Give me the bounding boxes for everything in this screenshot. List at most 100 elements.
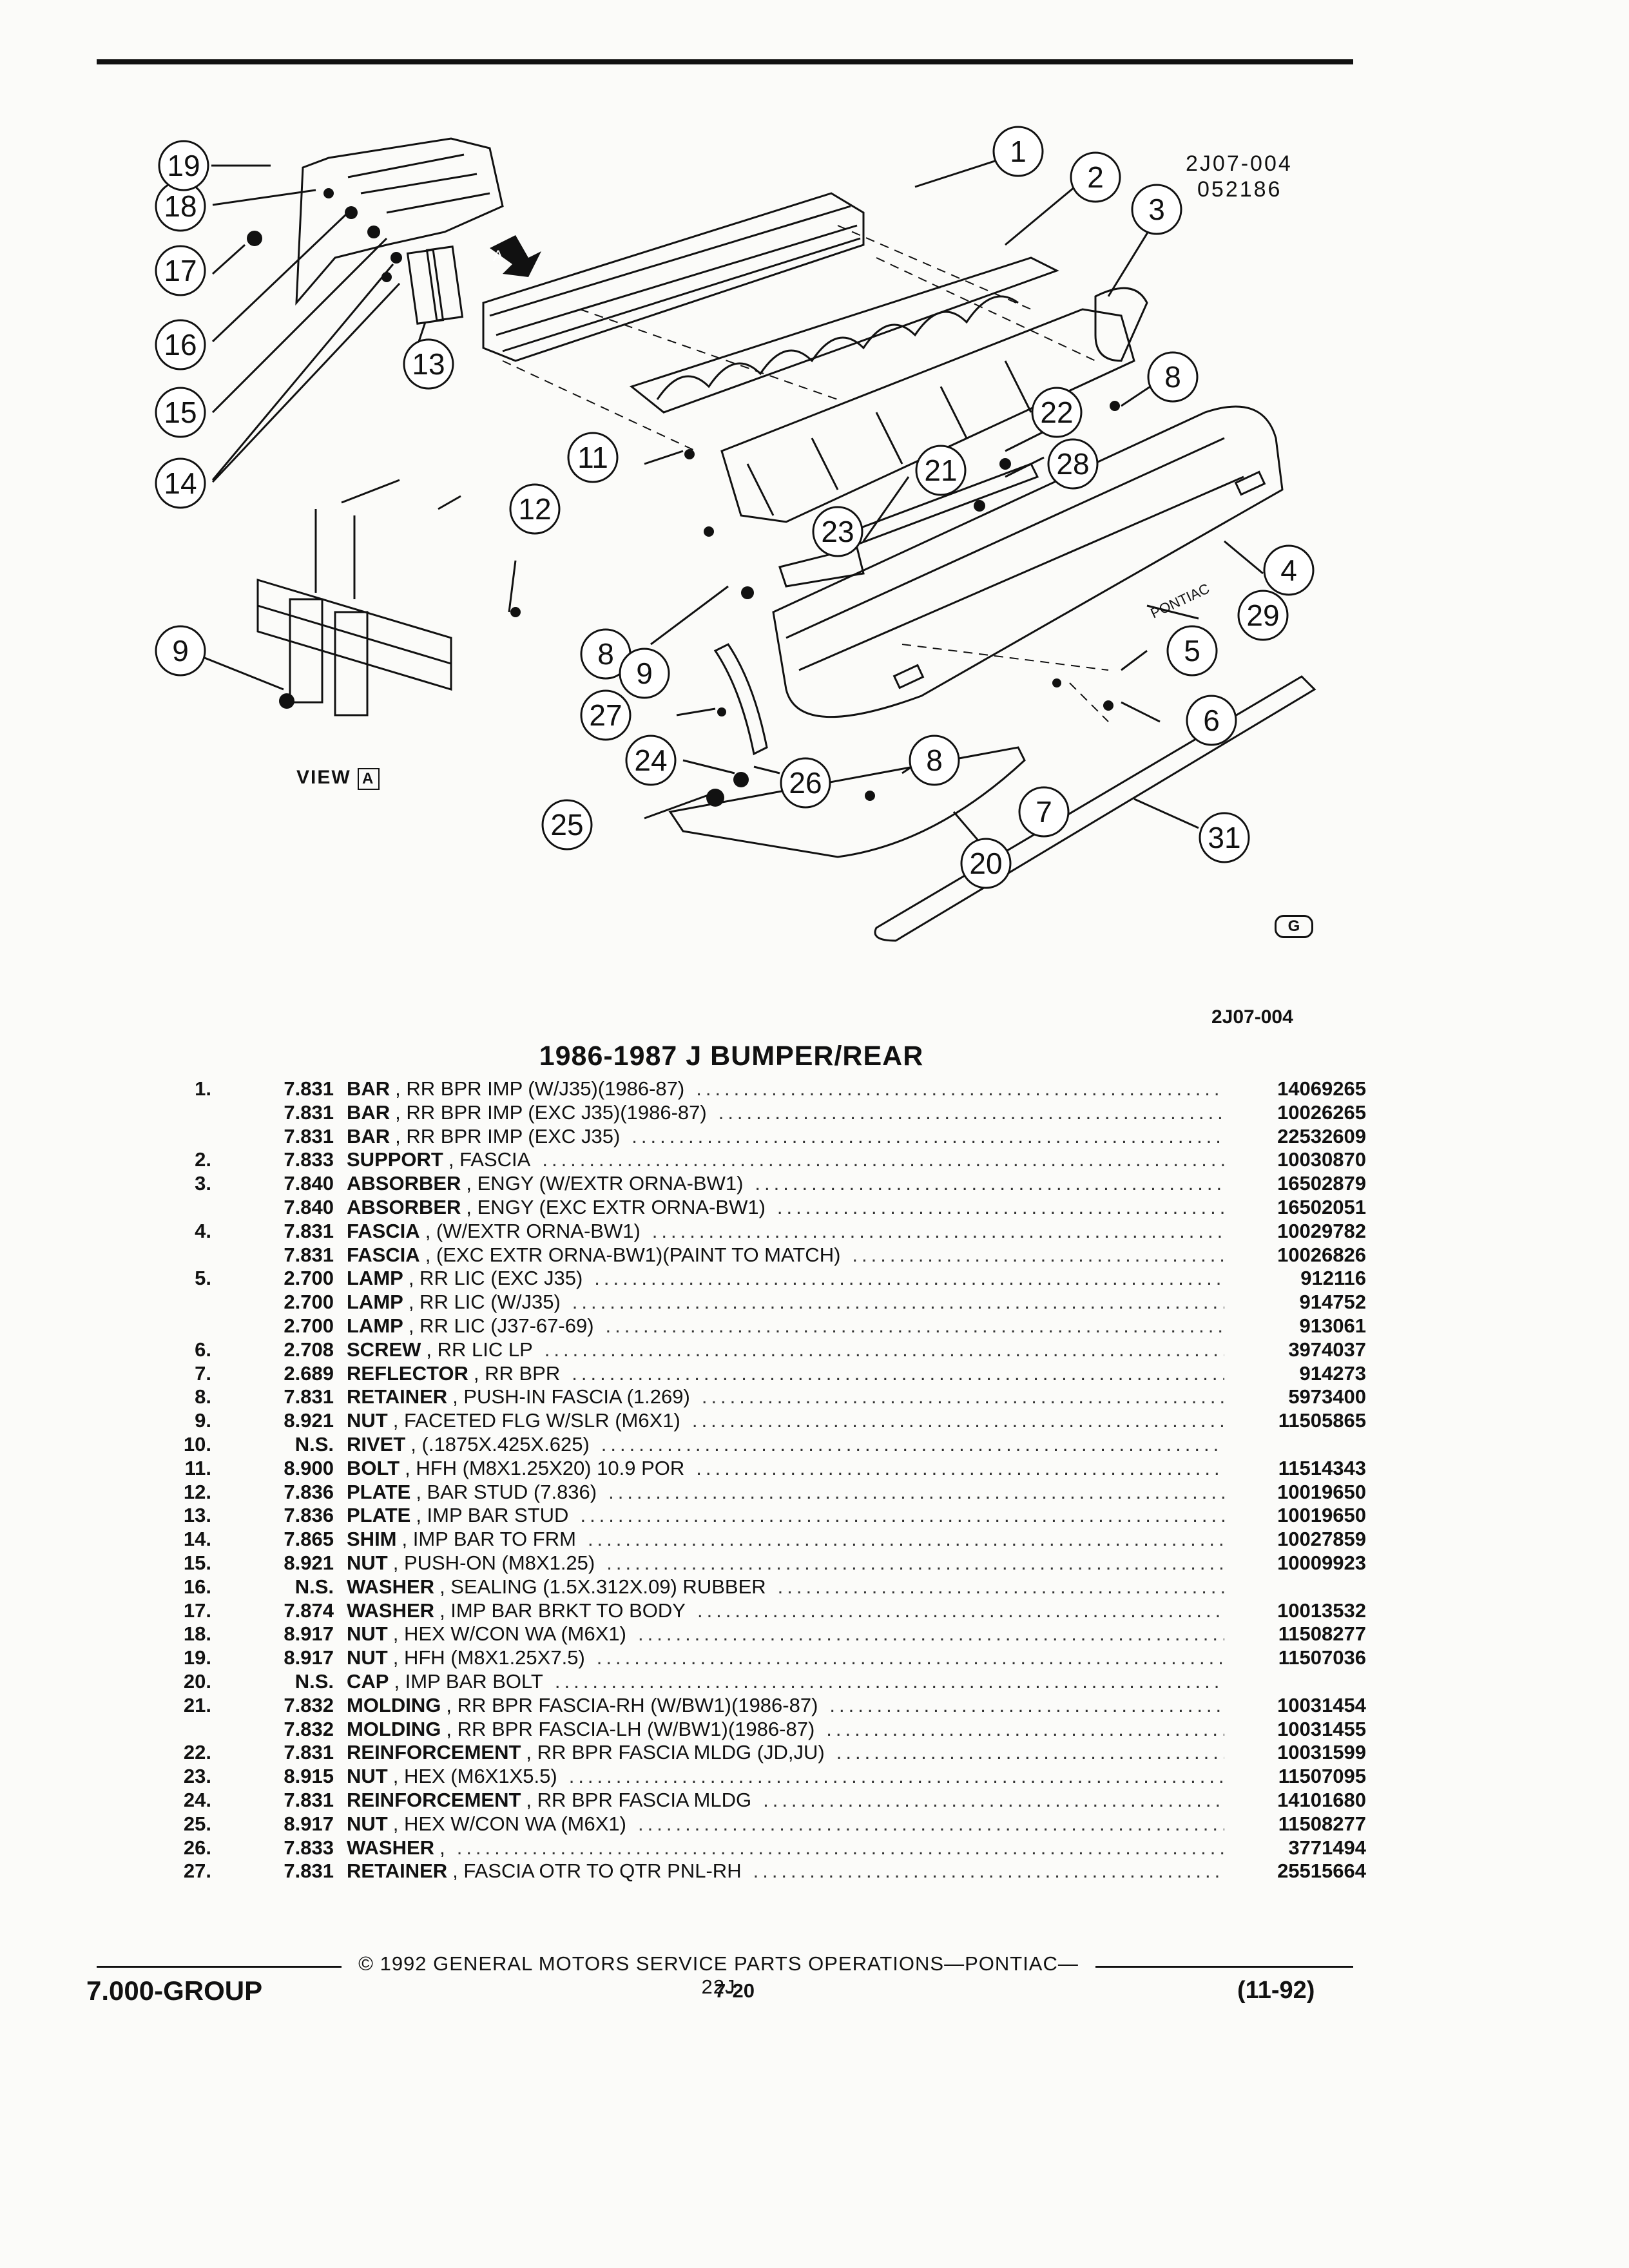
diagram-reference: 2J07-004 052186 [1186, 151, 1293, 202]
callout-number: 26 [789, 766, 822, 800]
callout-13: 11 [567, 432, 619, 483]
part-detail: , PUSH-ON (M8X1.25) [392, 1551, 595, 1574]
part-name: BAR [347, 1100, 390, 1124]
part-name: SCREW [347, 1338, 421, 1361]
callout-number: 27 [589, 698, 622, 732]
part-name: NUT [347, 1551, 388, 1574]
part-description: REINFORCEMENT, RR BPR FASCIA MLDG [347, 1789, 1224, 1812]
group-number: 7.831 [284, 1788, 334, 1811]
leader-dots [684, 1077, 1224, 1100]
item-number: 19. [183, 1646, 211, 1669]
part-description: RETAINER, FASCIA OTR TO QTR PNL-RH [347, 1860, 1224, 1883]
part-number: 10026265 [1277, 1100, 1366, 1124]
leader-dots [626, 1622, 1224, 1646]
callout-circle [403, 338, 454, 390]
part-description: FASCIA, (EXC EXTR ORNA-BW1)(PAINT TO MAT… [347, 1244, 1224, 1267]
callout-number: 4 [1280, 553, 1297, 587]
part-name: RETAINER [347, 1385, 448, 1408]
group-number: 2.708 [284, 1338, 334, 1361]
part-detail: , RR BPR FASCIA MLDG (JD,JU) [526, 1741, 825, 1764]
callout-number: 13 [412, 347, 445, 381]
part-detail: , ENGY (EXC EXTR ORNA-BW1) [466, 1195, 766, 1218]
part-number: 10031599 [1277, 1741, 1366, 1764]
callout-21: 19 [158, 140, 209, 191]
parts-row: 10.N.S.RIVET, (.1875X.425X.625) [129, 1433, 1366, 1457]
part-number: 5973400 [1288, 1385, 1366, 1408]
item-number: 24. [183, 1788, 211, 1811]
leader-dots [594, 1314, 1224, 1338]
part-detail: , FACETED FLG W/SLR (M6X1) [392, 1409, 680, 1432]
part-number: 10013532 [1277, 1599, 1366, 1622]
leader-dots [815, 1718, 1224, 1741]
group-number: 7.831 [284, 1124, 334, 1148]
callout-7: 7 [1018, 786, 1070, 838]
callout-circle [158, 140, 209, 191]
group-number: 7.831 [284, 1100, 334, 1124]
callout-circle [1237, 590, 1289, 641]
part-name: WASHER [347, 1575, 435, 1598]
callout-number: 12 [518, 492, 551, 526]
callout-number: 17 [164, 254, 197, 287]
callout-circle [155, 457, 206, 509]
callout-circle [155, 387, 206, 438]
leader-dots [825, 1741, 1224, 1764]
part-detail: , FASCIA OTR TO QTR PNL-RH [452, 1860, 742, 1883]
callout-circle [1263, 544, 1315, 596]
callout-number: 22 [1040, 396, 1073, 429]
part-name: BAR [347, 1077, 390, 1100]
part-detail: , HFH (M8X1.25X7.5) [392, 1646, 585, 1669]
part-detail: , BAR STUD (7.836) [416, 1480, 597, 1503]
part-description: BAR, RR BPR IMP (EXC J35) [347, 1125, 1224, 1148]
part-detail: , RR BPR [473, 1361, 561, 1385]
item-number: 14. [183, 1528, 211, 1551]
callout-number: 9 [636, 657, 653, 690]
leader-dots [585, 1646, 1224, 1669]
callout-number: 29 [1246, 599, 1279, 632]
group-number: 7.840 [284, 1172, 334, 1195]
leader-dots [680, 1409, 1224, 1432]
part-number: 10019650 [1277, 1480, 1366, 1503]
part-name: REFLECTOR [347, 1361, 468, 1385]
part-description: ABSORBER, ENGY (W/EXTR ORNA-BW1) [347, 1172, 1224, 1195]
group-number: 7.831 [284, 1243, 334, 1266]
group-number: 2.700 [284, 1267, 334, 1290]
callout-25: 23 [812, 506, 863, 557]
part-number: 10026826 [1277, 1243, 1366, 1266]
part-detail: , RR BPR FASCIA MLDG [526, 1788, 752, 1811]
part-number: 10019650 [1277, 1504, 1366, 1527]
part-detail: , IMP BAR BRKT TO BODY [439, 1599, 686, 1622]
callout-number: 15 [164, 396, 197, 429]
callout-number: 18 [164, 189, 197, 223]
part-detail: , HEX W/CON WA (M6X1) [392, 1622, 626, 1646]
callout-number: 8 [926, 744, 943, 777]
group-number: 7.831 [284, 1860, 334, 1883]
callout-18: 16 [155, 319, 206, 370]
callout-number: 6 [1203, 704, 1220, 737]
callout-29: 27 [580, 689, 631, 741]
part-number: 11514343 [1278, 1456, 1366, 1479]
callout-number: 28 [1056, 447, 1089, 481]
callout-number: 2 [1087, 160, 1104, 194]
leader-dots [533, 1338, 1224, 1361]
callout-circle [509, 483, 561, 535]
part-detail: , (EXC EXTR ORNA-BW1)(PAINT TO MATCH) [425, 1243, 841, 1266]
part-description: SHIM, IMP BAR TO FRM [347, 1528, 1224, 1551]
part-name: NUT [347, 1622, 388, 1646]
leader-dots [818, 1694, 1224, 1717]
top-rule [97, 59, 1353, 64]
callout-circle [909, 735, 960, 786]
leader-dots [543, 1670, 1224, 1693]
callout-circle [625, 735, 677, 786]
item-number: 1. [195, 1077, 211, 1100]
callout-30: 28 [1047, 438, 1099, 490]
part-number: 10031454 [1277, 1693, 1366, 1716]
callout-circle [812, 506, 863, 557]
part-name: ABSORBER [347, 1195, 461, 1218]
part-name: NUT [347, 1646, 388, 1669]
